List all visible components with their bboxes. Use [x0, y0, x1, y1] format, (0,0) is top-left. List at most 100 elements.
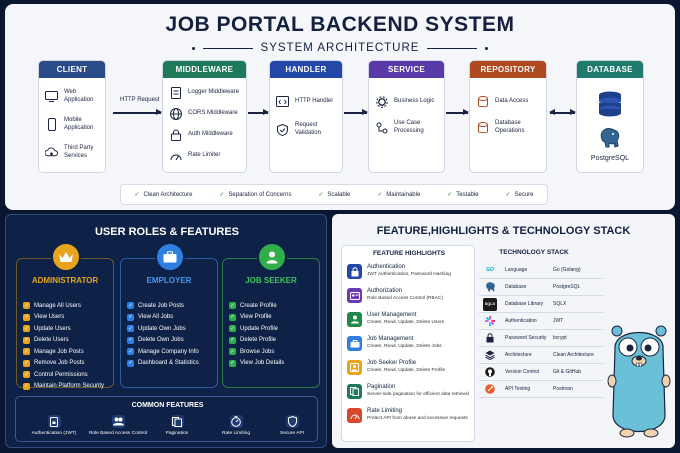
- check-icon: ✓: [229, 302, 236, 310]
- shield-icon: [285, 415, 299, 428]
- middleware-item-label: Logger Middleware: [188, 88, 240, 95]
- highlight-desc: Create, Read, Update, Delete Jobs: [367, 343, 442, 349]
- check-icon: ✓: [23, 313, 30, 321]
- client-item-third-party: Third Party Services: [39, 145, 105, 160]
- phone-lock-icon: [47, 415, 61, 428]
- stack-name: API Testing: [505, 386, 531, 392]
- stack-name: Database: [505, 284, 527, 290]
- stack-value: JWT: [553, 318, 564, 324]
- globe-icon: [169, 107, 182, 120]
- stack-value: PostgreSQL: [553, 284, 581, 290]
- stack-name: Database Library: [505, 301, 544, 307]
- repository-item-operations: Database Operations: [470, 120, 546, 135]
- common-features: COMMON FEATURES Authentication (JWT) Rol…: [15, 396, 318, 442]
- profile-icon: [347, 360, 362, 375]
- check-icon: ✓: [377, 192, 383, 198]
- role-item: ✓View Profile: [229, 313, 272, 321]
- architecture-panel: JOB PORTAL BACKEND SYSTEM SYSTEM ARCHITE…: [5, 4, 675, 210]
- common-item-label: Secure API: [280, 431, 304, 436]
- check-icon: ✓: [23, 382, 30, 390]
- role-item: ✓Dashboard & Statistics: [127, 359, 199, 367]
- client-item-web: Web Application: [39, 89, 105, 104]
- common-item-pagination: Pagination: [147, 415, 207, 436]
- stack-row-api-testing: API Testing Postman: [479, 381, 603, 398]
- stack-row-database: Database PostgreSQL: [479, 279, 603, 296]
- service-box: SERVICE Business Logic Use Case Processi…: [368, 60, 445, 173]
- check-icon: ✓: [23, 359, 30, 367]
- middleware-item-label: CORS Middleware: [188, 109, 238, 116]
- check-icon: ✓: [127, 348, 134, 356]
- role-item: ✓Maintain Platform Security: [23, 382, 105, 390]
- pages-icon: [347, 384, 362, 399]
- stack-value: bcrypt: [553, 335, 567, 341]
- stack-row-database-library: SQLX Database Library SQLX: [479, 296, 603, 313]
- common-item-label: Role Based Access Control: [88, 431, 148, 436]
- role-item: ✓Delete Users: [23, 336, 69, 344]
- role-item: ✓Delete Own Jobs: [127, 336, 184, 344]
- roles-title: USER ROLES & FEATURES: [94, 226, 240, 238]
- arrow-handler-service: [344, 109, 368, 115]
- shield-check-icon: [276, 123, 289, 136]
- role-item: ✓Update Users: [23, 325, 71, 333]
- highlight-desc: Server-side pagination for efficient dat…: [367, 391, 469, 397]
- pages-icon: [170, 415, 184, 428]
- common-features-title: COMMON FEATURES: [131, 402, 204, 409]
- stack-value: Clean Architecture: [553, 352, 594, 358]
- highlight-desc: Create, Read, Update, Delete Users: [367, 319, 445, 325]
- briefcase-icon: [347, 336, 362, 351]
- handler-item-label: HTTP Handler: [295, 97, 334, 104]
- stack-name: Language: [505, 267, 528, 273]
- principle-item: ✓Scalable: [318, 191, 350, 198]
- service-title: SERVICE: [369, 61, 444, 78]
- database-stack-icon: [598, 91, 622, 122]
- jwt-logo-icon: [483, 315, 497, 328]
- stack-value: Go (Golang): [553, 267, 581, 273]
- highlight-desc: Role Based Access Control (RBAC): [367, 295, 443, 301]
- repository-box: REPOSITORY Data Access Database Operatio…: [469, 60, 547, 173]
- users-icon: [111, 415, 125, 428]
- monitor-icon: [45, 90, 58, 103]
- check-icon: ✓: [127, 313, 134, 321]
- highlight-desc: Protect API from abuse and excessive req…: [367, 415, 468, 421]
- roles-panel: USER ROLES & FEATURES ADMINISTRATOR ✓Man…: [5, 214, 327, 448]
- check-icon: ✓: [127, 336, 134, 344]
- http-request-label: HTTP Request: [120, 97, 160, 103]
- check-icon: ✓: [23, 371, 30, 379]
- divider-line: [202, 47, 253, 49]
- handler-box: HANDLER HTTP Handler Request Validation: [269, 60, 343, 173]
- stack-name: Version Control: [505, 369, 540, 375]
- common-item-rbac: Role Based Access Control: [88, 415, 148, 436]
- technology-stack: TECHNOLOGY STACK GO Language Go (Golang)…: [479, 245, 603, 442]
- postman-icon: [483, 383, 497, 396]
- check-icon: ✓: [127, 325, 134, 333]
- check-icon: ✓: [318, 192, 324, 198]
- role-item: ✓Manage Job Posts: [23, 348, 84, 356]
- role-item: ✓Update Own Jobs: [127, 325, 186, 333]
- lock-icon: [169, 128, 182, 141]
- check-icon: ✓: [23, 325, 30, 333]
- check-icon: ✓: [127, 359, 134, 367]
- database-icon: [476, 121, 489, 134]
- gear-icon: [375, 95, 388, 108]
- page-subtitle: SYSTEM ARCHITECTURE: [260, 42, 420, 54]
- check-icon: ✓: [127, 302, 134, 310]
- principle-item: ✓Separation of Concerns: [219, 191, 291, 198]
- middleware-item-logger: Logger Middleware: [163, 86, 246, 99]
- divider-dot: [191, 46, 195, 50]
- database-title: DATABASE: [577, 61, 643, 78]
- client-title: CLIENT: [39, 61, 105, 78]
- briefcase-icon: [155, 242, 185, 272]
- database-icon: [476, 95, 489, 108]
- handler-item-http: HTTP Handler: [270, 95, 342, 108]
- github-icon: [483, 366, 497, 379]
- role-item: ✓View All Jobs: [127, 313, 174, 321]
- role-name: JOB SEEKER: [245, 276, 297, 285]
- role-item: ✓Create Job Posts: [127, 302, 185, 310]
- role-item: ✓View Job Details: [229, 359, 285, 367]
